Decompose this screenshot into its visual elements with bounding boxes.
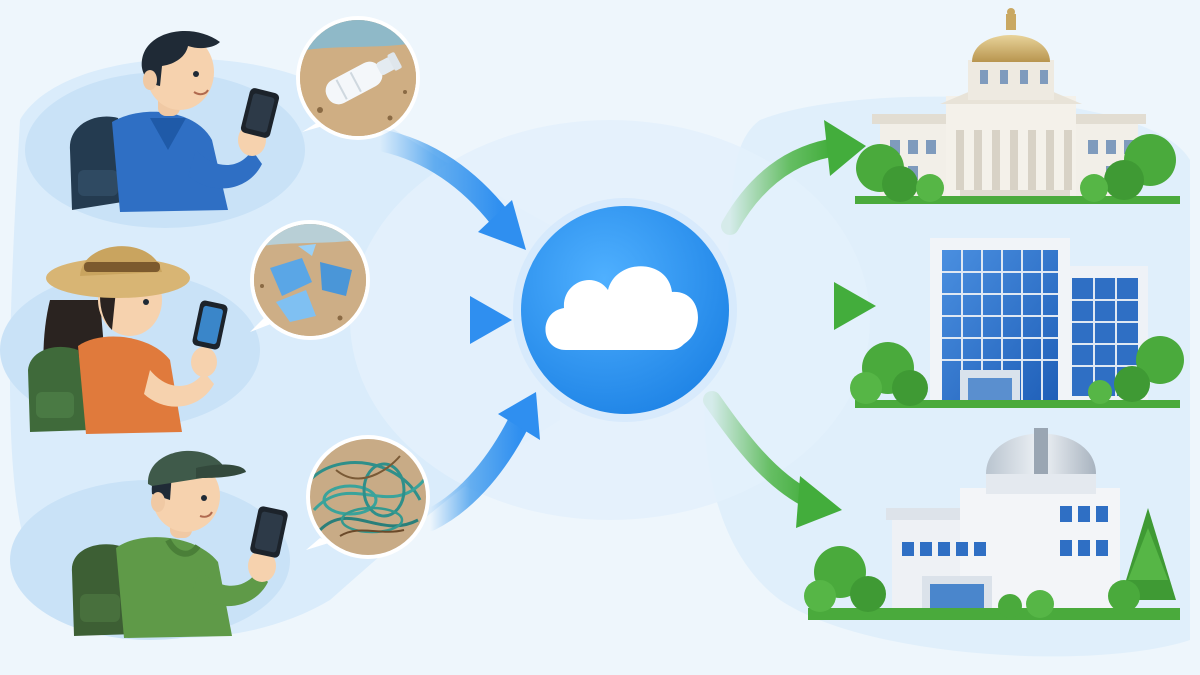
arrow-contributor-2-to-hub [349,296,512,344]
person-icon [28,246,228,434]
destination-observatory-lab [804,428,1180,620]
arrow-hub-to-research-lab [703,391,842,528]
photo-blue-plastic-fragments [250,220,370,340]
arrow-hub-to-government [721,120,866,235]
cloud-icon [545,266,698,350]
contributor-hiker-straw-hat [0,220,370,434]
destination-capitol-building [855,8,1180,204]
person-icon [71,450,288,638]
arrow-hub-to-office [741,282,876,330]
tree-cluster [850,336,1184,408]
arrow-contributor-1-to-hub [369,129,526,250]
person-icon [69,30,280,212]
government-building-icon [872,8,1146,204]
contributor-hiker-blue-hoodie [25,16,420,228]
tree-cluster [855,134,1180,204]
photo-tangled-fishing-net [306,435,430,559]
contributor-hiker-green-cap [10,435,430,640]
tree-cluster [804,508,1180,620]
cloud-hub [513,198,737,422]
office-building-icon [930,238,1148,406]
arrow-contributor-3-to-hub [419,392,540,531]
destination-office-tower [850,238,1184,408]
research-lab-icon [886,428,1120,616]
photo-plastic-bottle-on-sand [296,16,420,140]
